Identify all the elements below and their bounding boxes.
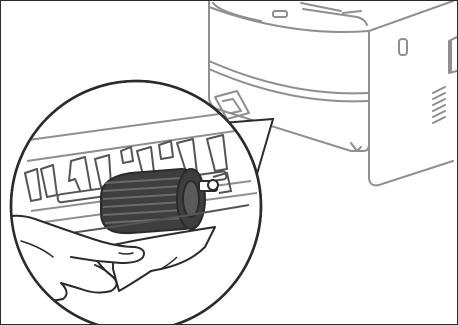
- magnified-view: [1, 81, 261, 324]
